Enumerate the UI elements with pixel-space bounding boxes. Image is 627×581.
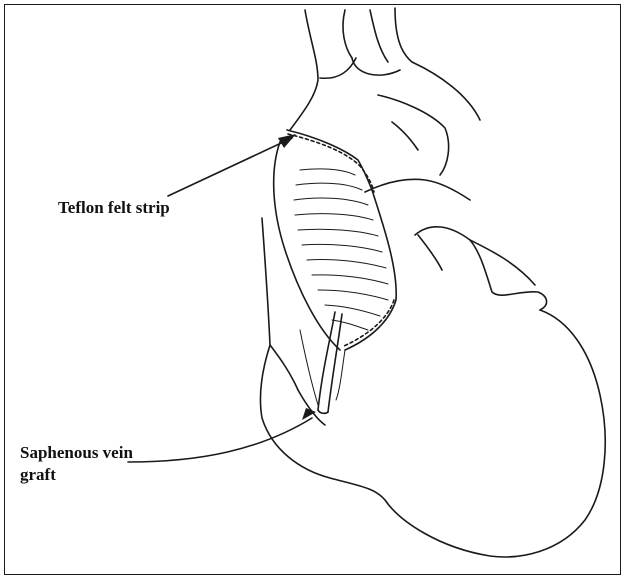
teflon-felt-strip-label: Teflon felt strip	[58, 197, 170, 219]
teflon-arrowhead	[278, 134, 296, 148]
teflon-felt-strip	[274, 130, 397, 350]
pulmonary-artery	[415, 227, 547, 310]
leader-lines	[128, 138, 312, 462]
heart-outline	[260, 218, 605, 557]
great-vessels	[290, 8, 480, 130]
saphenous-vein-graft-label: Saphenous vein graft	[20, 442, 170, 486]
aorta	[365, 95, 470, 200]
saphenous-vein-graft	[300, 312, 345, 413]
